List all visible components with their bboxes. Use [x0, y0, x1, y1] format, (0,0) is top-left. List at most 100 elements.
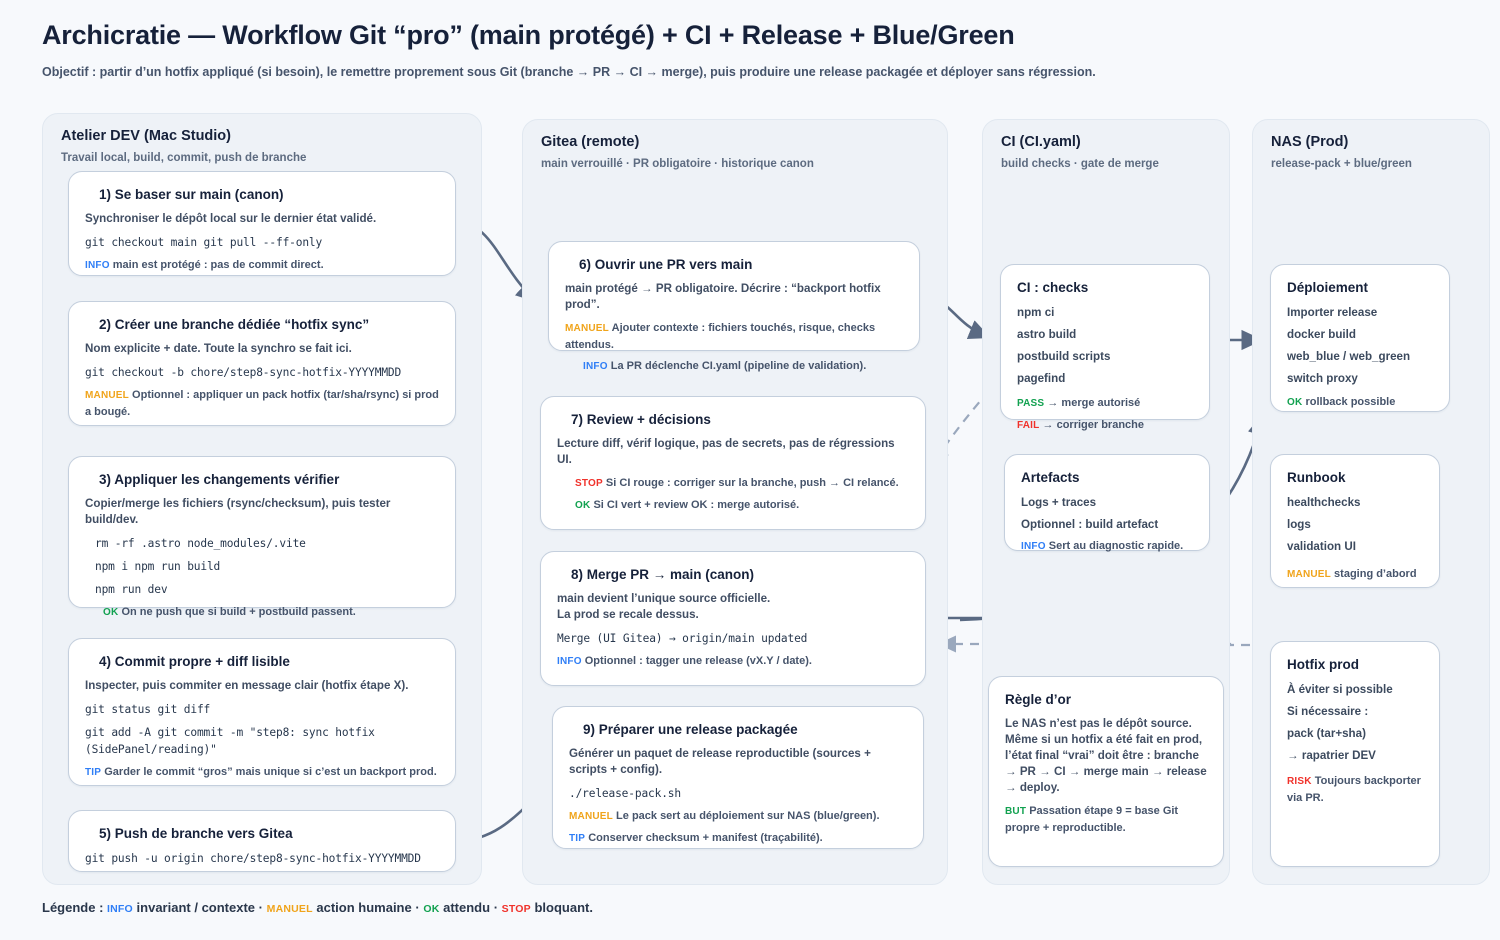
- card-hotfix-prod[interactable]: Hotfix prod À éviter si possible Si néce…: [1270, 641, 1440, 867]
- info-tag: INFO: [85, 260, 110, 271]
- legend-ok-text: attendu: [443, 900, 491, 915]
- runbook-item: logs: [1287, 518, 1311, 531]
- step-8-note: INFO Optionnel : tagger une release (vX.…: [557, 653, 909, 670]
- manuel-tag: MANUEL: [569, 811, 613, 822]
- step-8-code: Merge (UI Gitea) → origin/main updated: [557, 632, 808, 645]
- legend-label: Légende :: [42, 900, 104, 915]
- legend-sep: ·: [493, 900, 499, 915]
- step-9-title: 9) Préparer une release packagée: [583, 722, 798, 737]
- step-2-title: 2) Créer une branche dédiée “hotfix sync…: [99, 317, 370, 332]
- step-6-desc: main protégé → PR obligatoire. Décrire :…: [565, 282, 881, 311]
- deploiement-title: Déploiement: [1287, 280, 1369, 295]
- step-7-title: 7) Review + décisions: [571, 412, 711, 427]
- card-runbook[interactable]: Runbook healthchecks logs validation UI …: [1270, 454, 1440, 588]
- objective-text: Objectif : partir d’un hotfix appliqué (…: [42, 65, 1096, 79]
- ci-checks-title: CI : checks: [1017, 280, 1089, 295]
- ci-pass-text: → merge autorisé: [1047, 397, 1141, 409]
- step-8-desc: main devient l’unique source officielle.…: [557, 592, 771, 621]
- card-step-2[interactable]: 2) Créer une branche dédiée “hotfix sync…: [68, 301, 456, 426]
- diagram-header: Archicratie — Workflow Git “pro” (main p…: [42, 18, 1462, 81]
- card-step-6[interactable]: 6) Ouvrir une PR vers main main protégé …: [548, 241, 920, 372]
- step-9-note-2: TIP Conserver checksum + manifest (traça…: [569, 830, 907, 847]
- runbook-title: Runbook: [1287, 470, 1346, 485]
- card-step-9[interactable]: 9) Préparer une release packagée Générer…: [552, 706, 924, 849]
- golden-rule-note-text: Passation étape 9 = base Git propre + re…: [1005, 805, 1179, 834]
- step-4-code-2: git add -A git commit -m "step8: sync ho…: [85, 726, 382, 756]
- ok-tag: OK: [1287, 397, 1303, 408]
- manuel-tag: MANUEL: [85, 390, 129, 401]
- step-6-note-1-text: Ajouter contexte : fichiers touchés, ris…: [565, 322, 876, 351]
- hotfix-item: À éviter si possible: [1287, 683, 1393, 696]
- step-3-code-2: npm i npm run build: [95, 560, 221, 573]
- card-golden-rule[interactable]: Règle d’or Le NAS n’est pas le dépôt sou…: [988, 676, 1224, 867]
- hotfix-item: Si nécessaire :: [1287, 705, 1369, 718]
- step-4-note-text: Garder le commit “gros” mais unique si c…: [104, 766, 437, 778]
- legend-stop-text: bloquant.: [534, 900, 593, 915]
- hotfix-note-text: Toujours backporter via PR.: [1287, 775, 1421, 804]
- column-gitea-subtitle: main verrouillé · PR obligatoire · histo…: [541, 158, 814, 170]
- golden-rule-line-3: l’état final “vrai” doit être : branche …: [1005, 749, 1207, 794]
- step-2-note: MANUEL Optionnel : appliquer un pack hot…: [85, 387, 439, 420]
- step-2-desc: Nom explicite + date. Toute la synchro s…: [85, 342, 352, 355]
- deploiement-item: web_blue / web_green: [1287, 350, 1411, 363]
- risk-tag: RISK: [1287, 776, 1312, 787]
- column-nas-title: NAS (Prod): [1271, 134, 1349, 150]
- step-6-note-2: INFO La PR déclenche CI.yaml (pipeline d…: [583, 358, 903, 375]
- ci-check-item: astro build: [1017, 328, 1077, 341]
- page-title: Archicratie — Workflow Git “pro” (main p…: [42, 20, 1015, 50]
- ci-fail-note: FAIL → corriger branche: [1017, 417, 1193, 434]
- info-tag: INFO: [557, 656, 582, 667]
- card-step-4[interactable]: 4) Commit propre + diff lisible Inspecte…: [68, 638, 456, 786]
- step-5-code: git push -u origin chore/step8-sync-hotf…: [85, 852, 421, 865]
- step-3-title: 3) Appliquer les changements vérifier: [99, 472, 340, 487]
- step-6-title: 6) Ouvrir une PR vers main: [579, 257, 753, 272]
- runbook-note-text: staging d’abord: [1334, 568, 1417, 580]
- column-gitea-title: Gitea (remote): [541, 134, 640, 150]
- step-1-note: INFO main est protégé : pas de commit di…: [85, 257, 439, 274]
- step-8-title: 8) Merge PR → main (canon): [571, 567, 755, 582]
- ci-pass-note: PASS → merge autorisé: [1017, 395, 1193, 412]
- fail-tag: FAIL: [1017, 420, 1040, 431]
- legend-info-tag: INFO: [107, 903, 133, 915]
- step-7-note-2: OK Si CI vert + review OK : merge autori…: [575, 497, 909, 514]
- artefacts-item: Logs + traces: [1021, 496, 1097, 509]
- card-deploiement[interactable]: Déploiement Importer release docker buil…: [1270, 264, 1450, 412]
- card-artefacts[interactable]: Artefacts Logs + traces Optionnel : buil…: [1004, 454, 1210, 552]
- step-8-note-text: Optionnel : tagger une release (vX.Y / d…: [584, 655, 812, 667]
- golden-rule-title: Règle d’or: [1005, 692, 1072, 707]
- ci-check-item: pagefind: [1017, 372, 1066, 385]
- golden-rule-line-1: Le NAS n’est pas le dépôt source.: [1005, 717, 1192, 730]
- tip-tag: TIP: [569, 833, 586, 844]
- card-step-1[interactable]: 1) Se baser sur main (canon) Synchronise…: [68, 171, 456, 276]
- ci-check-item: postbuild scripts: [1017, 350, 1111, 363]
- column-nas-subtitle: release-pack + blue/green: [1271, 158, 1412, 170]
- deploiement-item: docker build: [1287, 328, 1356, 341]
- legend-ok-tag: OK: [423, 903, 440, 915]
- column-ci-subtitle: build checks · gate de merge: [1001, 158, 1159, 170]
- info-tag: INFO: [1021, 541, 1046, 552]
- step-3-desc: Copier/merge les fichiers (rsync/checksu…: [85, 497, 391, 526]
- step-7-note-1-text: Si CI rouge : corriger sur la branche, p…: [605, 477, 899, 489]
- stop-tag: STOP: [575, 478, 603, 489]
- legend-manuel-text: action humaine: [316, 900, 412, 915]
- card-step-7[interactable]: 7) Review + décisions Lecture diff, véri…: [540, 396, 926, 530]
- step-2-note-text: Optionnel : appliquer un pack hotfix (ta…: [85, 389, 439, 418]
- card-step-5[interactable]: 5) Push de branche vers Gitea git push -…: [68, 810, 456, 872]
- artefacts-item: Optionnel : build artefact: [1021, 518, 1159, 531]
- golden-rule-note: BUT Passation étape 9 = base Git propre …: [1005, 803, 1207, 836]
- step-4-desc: Inspecter, puis commiter en message clai…: [85, 679, 409, 692]
- card-ci-checks[interactable]: CI : checks npm ci astro build postbuild…: [1000, 264, 1210, 431]
- step-7-note-2-text: Si CI vert + review OK : merge autorisé.: [593, 499, 800, 511]
- card-step-3[interactable]: 3) Appliquer les changements vérifier Co…: [68, 456, 456, 618]
- runbook-item: validation UI: [1287, 540, 1356, 553]
- legend: Légende : INFO invariant / contexte · MA…: [42, 900, 593, 915]
- but-tag: BUT: [1005, 806, 1027, 817]
- step-4-code-1: git status git diff: [85, 703, 211, 716]
- card-step-8[interactable]: 8) Merge PR → main (canon) main devient …: [540, 551, 926, 686]
- deploiement-note-text: rollback possible: [1305, 396, 1396, 408]
- pass-tag: PASS: [1017, 398, 1045, 409]
- tip-tag: TIP: [85, 767, 102, 778]
- deploiement-item: switch proxy: [1287, 372, 1358, 385]
- step-3-code-3: npm run dev: [95, 583, 168, 596]
